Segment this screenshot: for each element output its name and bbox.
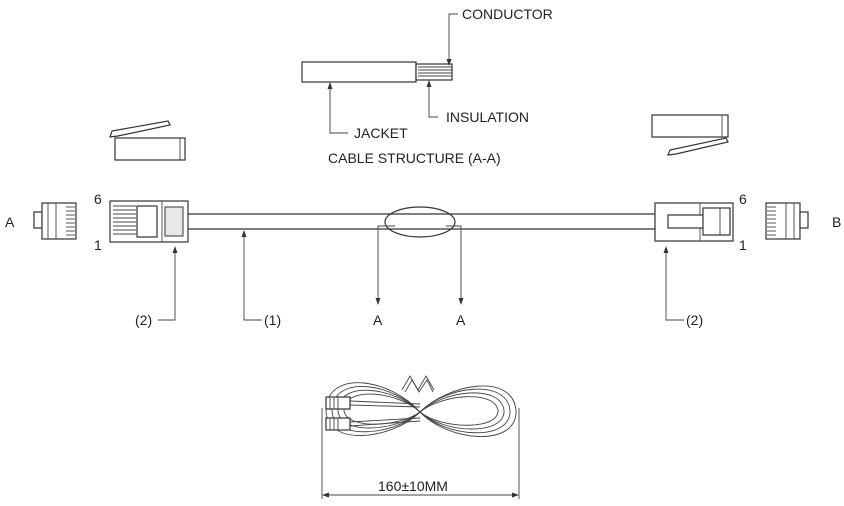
length-dimension — [321, 408, 520, 499]
plug-latch-left — [109, 120, 171, 138]
plug-body-side — [651, 114, 729, 138]
plug-body-side — [114, 137, 186, 161]
plug-housing — [41, 202, 77, 240]
callout-cable: (1) — [264, 312, 281, 328]
conductor-leader — [448, 13, 458, 63]
section-a-leader-right — [446, 225, 462, 300]
plug-latch-right — [667, 137, 729, 156]
jacket-section — [301, 61, 417, 83]
section-marker-ellipse — [384, 206, 456, 238]
cable-assembly — [109, 200, 734, 243]
callout-plug-left: (2) — [135, 312, 152, 328]
insulation-label: INSULATION — [446, 109, 529, 125]
jacket-label: JACKET — [354, 125, 408, 141]
callout-leader-plug-right — [665, 251, 684, 321]
plug-side-view-right — [651, 114, 729, 156]
section-a-left-label: A — [373, 312, 383, 328]
pin-6-right: 6 — [739, 191, 747, 207]
section-a-right-label: A — [456, 312, 466, 328]
pin-6-left: 6 — [94, 191, 102, 207]
callout-leader-plug-left — [158, 251, 176, 321]
insulation-arrowhead — [426, 80, 432, 87]
coiled-cable-figure-eight — [325, 375, 517, 437]
end-a-label: A — [5, 214, 15, 230]
conductor-label: CONDUCTOR — [462, 6, 553, 22]
insulation-section — [415, 63, 453, 81]
plug-side-view-left — [109, 120, 186, 161]
plug-end-view-b — [765, 202, 809, 240]
section-a-leader-left — [377, 225, 395, 300]
jacket-leader — [329, 85, 348, 134]
plug-housing — [765, 202, 801, 240]
end-b-label: B — [832, 214, 841, 230]
jacket-arrowhead — [327, 82, 333, 89]
pin-1-left: 1 — [94, 237, 102, 253]
conductor-arrowhead — [446, 59, 452, 66]
pin-1-right: 1 — [739, 237, 747, 253]
length-dimension-label: 160±10MM — [378, 478, 448, 494]
insulation-leader — [428, 83, 438, 118]
callout-leader-cable — [243, 235, 262, 321]
callout-plug-right: (2) — [686, 312, 703, 328]
callout-leaders — [158, 225, 684, 321]
cable-structure-label: CABLE STRUCTURE (A-A) — [328, 150, 501, 166]
cable-structure-diagram — [301, 13, 458, 134]
plug-end-view-a — [33, 202, 77, 240]
